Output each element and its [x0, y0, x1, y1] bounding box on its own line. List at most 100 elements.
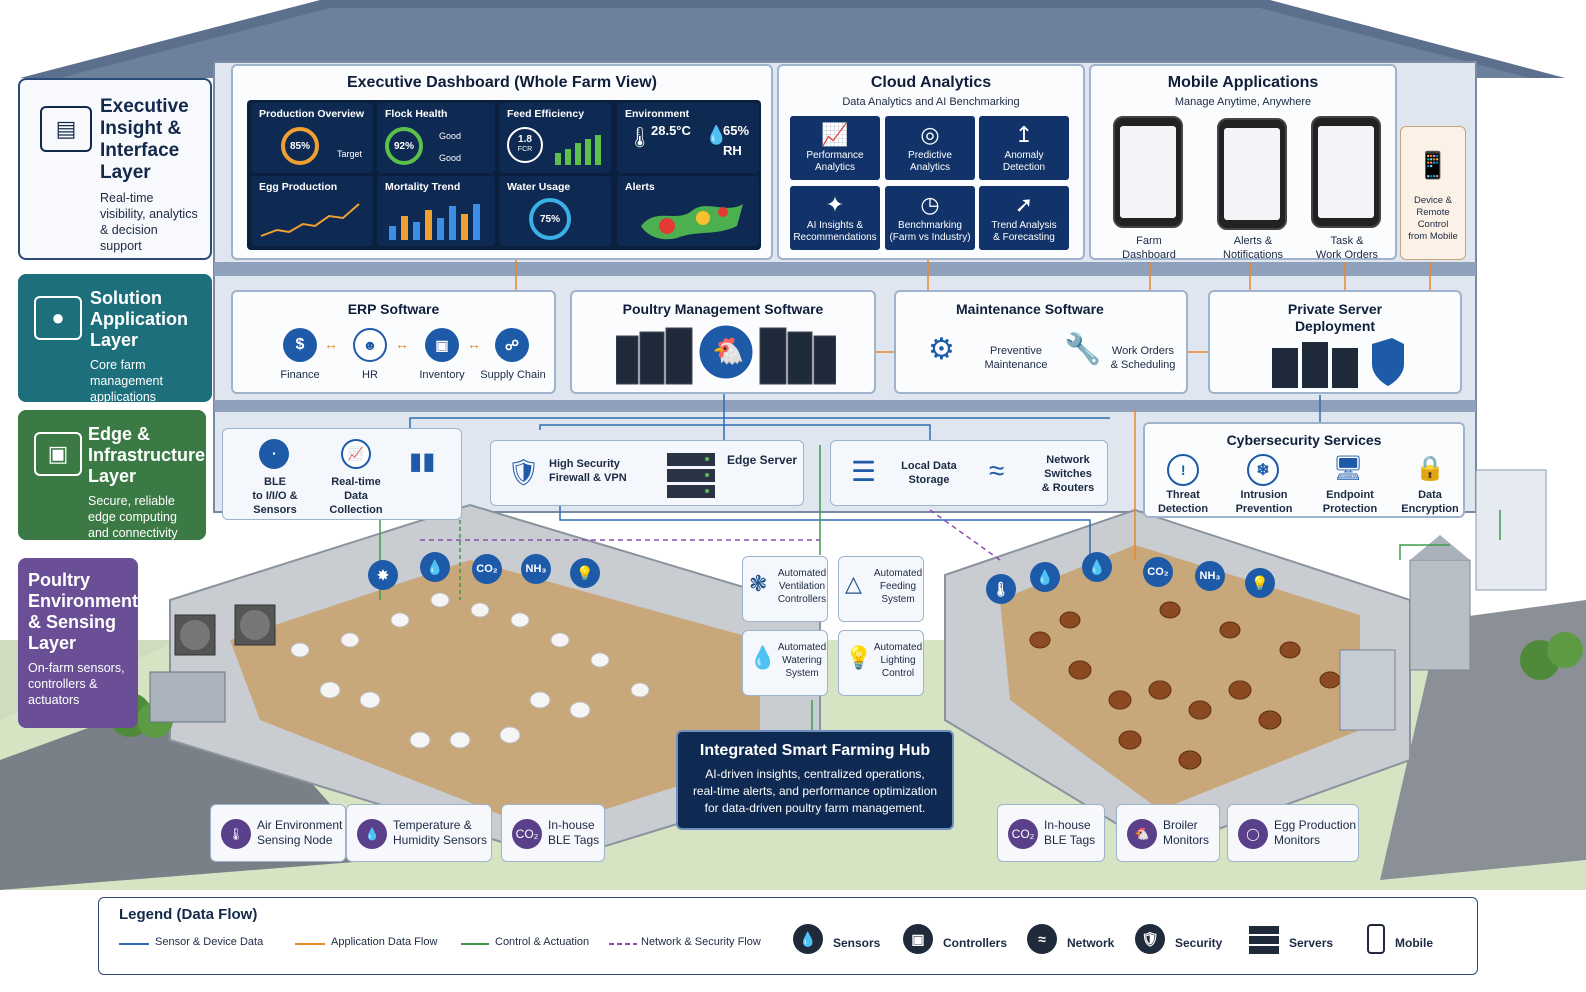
flock-health-tile[interactable]: Flock Health 92% Good Good	[377, 103, 495, 173]
sparkle-icon: ✦	[825, 192, 845, 217]
wifi-router-icon: ≈	[989, 455, 1005, 486]
alerts-tile[interactable]: Alerts	[617, 176, 759, 246]
water-drop-sensor-icon: 💧	[420, 552, 450, 582]
co2-icon: CO₂	[512, 819, 542, 849]
realtime-chart-icon: 📈	[341, 439, 371, 469]
controllers-icon: ▣	[903, 924, 933, 954]
legend-line-label: Sensor & Device Data	[155, 936, 264, 948]
legend-icon-label: Controllers	[943, 936, 1008, 950]
work-orders-label[interactable]: Work Orders& Scheduling	[1110, 345, 1176, 371]
fcr-value: 1.8	[518, 134, 532, 145]
supply-chain-icon: ☍	[495, 328, 529, 362]
panel-subtitle: Data Analytics and AI Benchmarking	[842, 96, 1020, 108]
tile-label: Detection	[1002, 162, 1046, 173]
legend-icon-label: Sensors	[833, 936, 881, 950]
private-server-panel: Private Server Deployment	[1208, 290, 1462, 394]
egg-line-chart	[260, 203, 360, 237]
device-label: Control	[1417, 219, 1449, 230]
gauge-target-label: Target	[337, 149, 363, 159]
co2-sensor-icon: CO₂	[472, 554, 502, 584]
erp-item-finance[interactable]: Finance	[280, 369, 320, 381]
erp-item-inventory[interactable]: Inventory	[419, 369, 465, 381]
farm-dashboard-phone[interactable]	[1113, 116, 1183, 228]
co2-sensor-icon: CO₂	[1143, 557, 1173, 587]
integrated-smart-farming-hub[interactable]: Integrated Smart Farming Hub AI-driven i…	[676, 730, 954, 830]
benchmarking-tile[interactable]: ◷Benchmarking(Farm vs Industry)	[885, 186, 975, 250]
environment-tile[interactable]: Environment 🌡 28.5°C 💧 65% RH	[617, 103, 759, 173]
egg-icon: ◯	[1238, 819, 1268, 849]
trend-icon: ➚	[1014, 192, 1034, 217]
mortality-trend-tile[interactable]: Mortality Trend	[377, 176, 495, 246]
tile-title: Water Usage	[507, 181, 571, 193]
work-orders-phone[interactable]	[1311, 116, 1381, 228]
gauge-icon: ◷	[920, 192, 940, 217]
panel-title: Poultry Management Software	[622, 301, 824, 317]
arrow-icon: ↔	[467, 336, 481, 352]
panel-title: Cybersecurity Services	[1226, 432, 1382, 448]
device-label: from Mobile	[1408, 231, 1458, 242]
anomaly-chart-icon: ↥	[1014, 122, 1034, 147]
erp-item-hr[interactable]: HR	[362, 369, 378, 381]
tile-title: Alerts	[625, 181, 655, 193]
alerts-phone[interactable]	[1217, 118, 1287, 230]
nh3-sensor-icon: NH₃	[1195, 561, 1225, 591]
intrusion-icon: ❄	[1247, 454, 1279, 486]
layer-title: Poultry Environment & Sensing Layer	[28, 570, 139, 653]
egg-production-tile[interactable]: Egg Production	[251, 176, 373, 246]
status-good: Good	[439, 131, 462, 141]
trend-analysis-tile[interactable]: ➚Trend Analysis& Forecasting	[979, 186, 1069, 250]
erp-item-supply-chain[interactable]: Supply Chain	[480, 369, 546, 381]
legend-line-application	[295, 943, 325, 945]
tile-title: Environment	[625, 108, 690, 120]
executive-insight-layer-label: ▤ Executive Insight & Interface Layer Re…	[18, 78, 212, 260]
temperature-value: 28.5°C	[651, 123, 691, 138]
water-drop-sensor-icon: 💧	[1030, 562, 1060, 592]
gauge-value: 75%	[539, 213, 560, 225]
water-gauge: 75%	[529, 198, 571, 240]
fcr-unit: FCR	[517, 146, 533, 153]
shield-icon: 🛡	[507, 457, 541, 487]
device-remote-control-box[interactable]: 📱 Device & Remote Control from Mobile	[1400, 126, 1466, 260]
temperature-humidity-sensors[interactable]: 💧Temperature &Humidity Sensors	[346, 804, 492, 862]
executive-dashboard-panel: Executive Dashboard (Whole Farm View) Pr…	[231, 64, 773, 260]
production-overview-tile[interactable]: Production Overview 85% Target	[251, 103, 373, 173]
tile-label: Analytics	[909, 162, 950, 173]
mobile-wifi-icon: 📱	[1416, 150, 1450, 180]
flock-gauge: 92%	[385, 127, 423, 165]
arrow-icon: ↔	[324, 336, 338, 352]
humidity-unit: RH	[723, 143, 742, 158]
legend-panel: Legend (Data Flow) Sensor & Device Data …	[98, 897, 1478, 975]
wrench-icon: 🔧	[1064, 333, 1102, 366]
sensors-icon: 💧	[793, 924, 823, 954]
layer-description: Core farm management applications	[90, 358, 163, 404]
bluetooth-icon: ᛫	[259, 439, 289, 469]
water-usage-tile[interactable]: Water Usage 75%	[499, 176, 611, 246]
ai-insights-tile[interactable]: ✦AI Insights &Recommendations	[790, 186, 880, 250]
legend-line-label: Network & Security Flow	[641, 936, 761, 948]
alerts-heatmap	[641, 204, 743, 240]
